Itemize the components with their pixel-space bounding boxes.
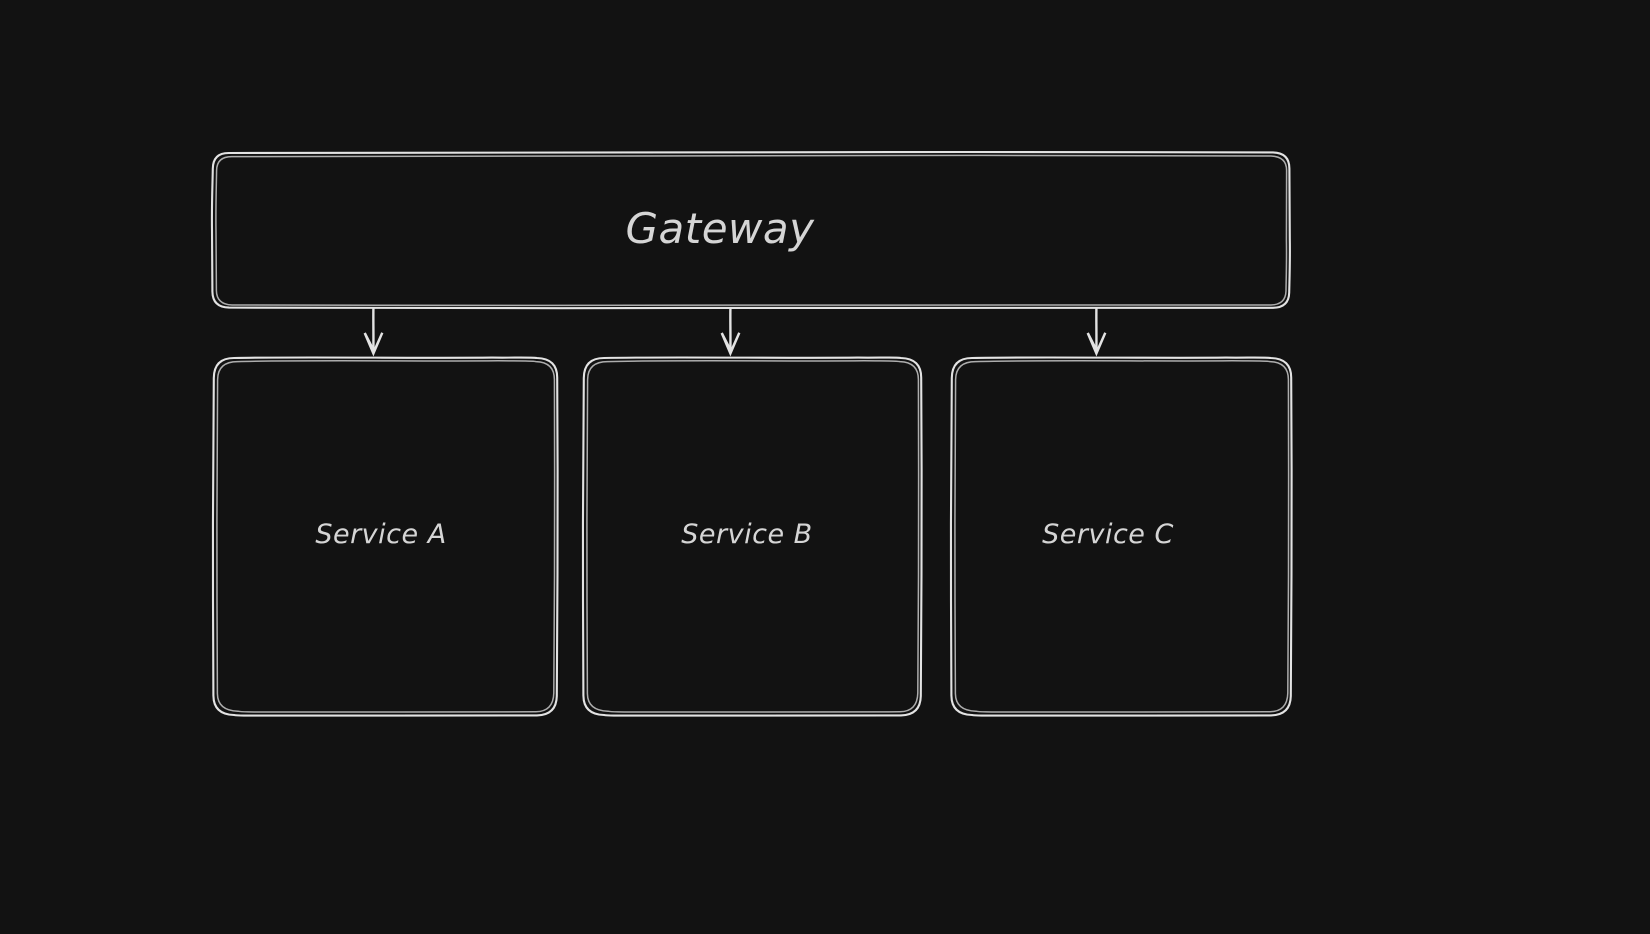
- gateway-node-outline-sketch-pass-2: [215, 154, 1288, 307]
- arrowhead-gateway-service-a: [363, 332, 384, 357]
- node-gateway[interactable]: Gateway: [210, 150, 1291, 310]
- node-service-a[interactable]: Service A: [211, 356, 559, 717]
- edge-gateway-to-service-a[interactable]: [363, 307, 384, 357]
- edge-gateway-to-service-b[interactable]: [720, 307, 741, 357]
- arrowhead-gateway-service-b: [720, 332, 741, 357]
- node-service-b[interactable]: Service B: [581, 356, 923, 717]
- service-c-node-outline: [949, 356, 1293, 717]
- arrowhead-gateway-service-c: [1086, 332, 1107, 357]
- service-c-node-label: Service C: [1042, 519, 1174, 550]
- service-c-node-outline-sketch-pass-2: [954, 360, 1290, 713]
- service-b-node-outline: [581, 356, 923, 717]
- service-b-node-outline-sketch-pass-2: [586, 360, 920, 713]
- service-a-node-outline: [211, 356, 559, 717]
- gateway-node-fill: [212, 152, 1290, 308]
- service-b-node-fill: [583, 357, 922, 716]
- node-service-c[interactable]: Service C: [949, 356, 1293, 717]
- gateway-node-outline: [210, 150, 1291, 310]
- service-c-node-fill: [951, 357, 1292, 716]
- service-b-node-label: Service B: [681, 519, 812, 550]
- gateway-node-label: Gateway: [625, 204, 815, 253]
- service-a-node-outline-sketch-pass-2: [216, 360, 556, 713]
- service-a-node-label: Service A: [315, 519, 446, 550]
- service-a-node-fill: [213, 357, 558, 716]
- edge-gateway-to-service-c[interactable]: [1086, 307, 1107, 357]
